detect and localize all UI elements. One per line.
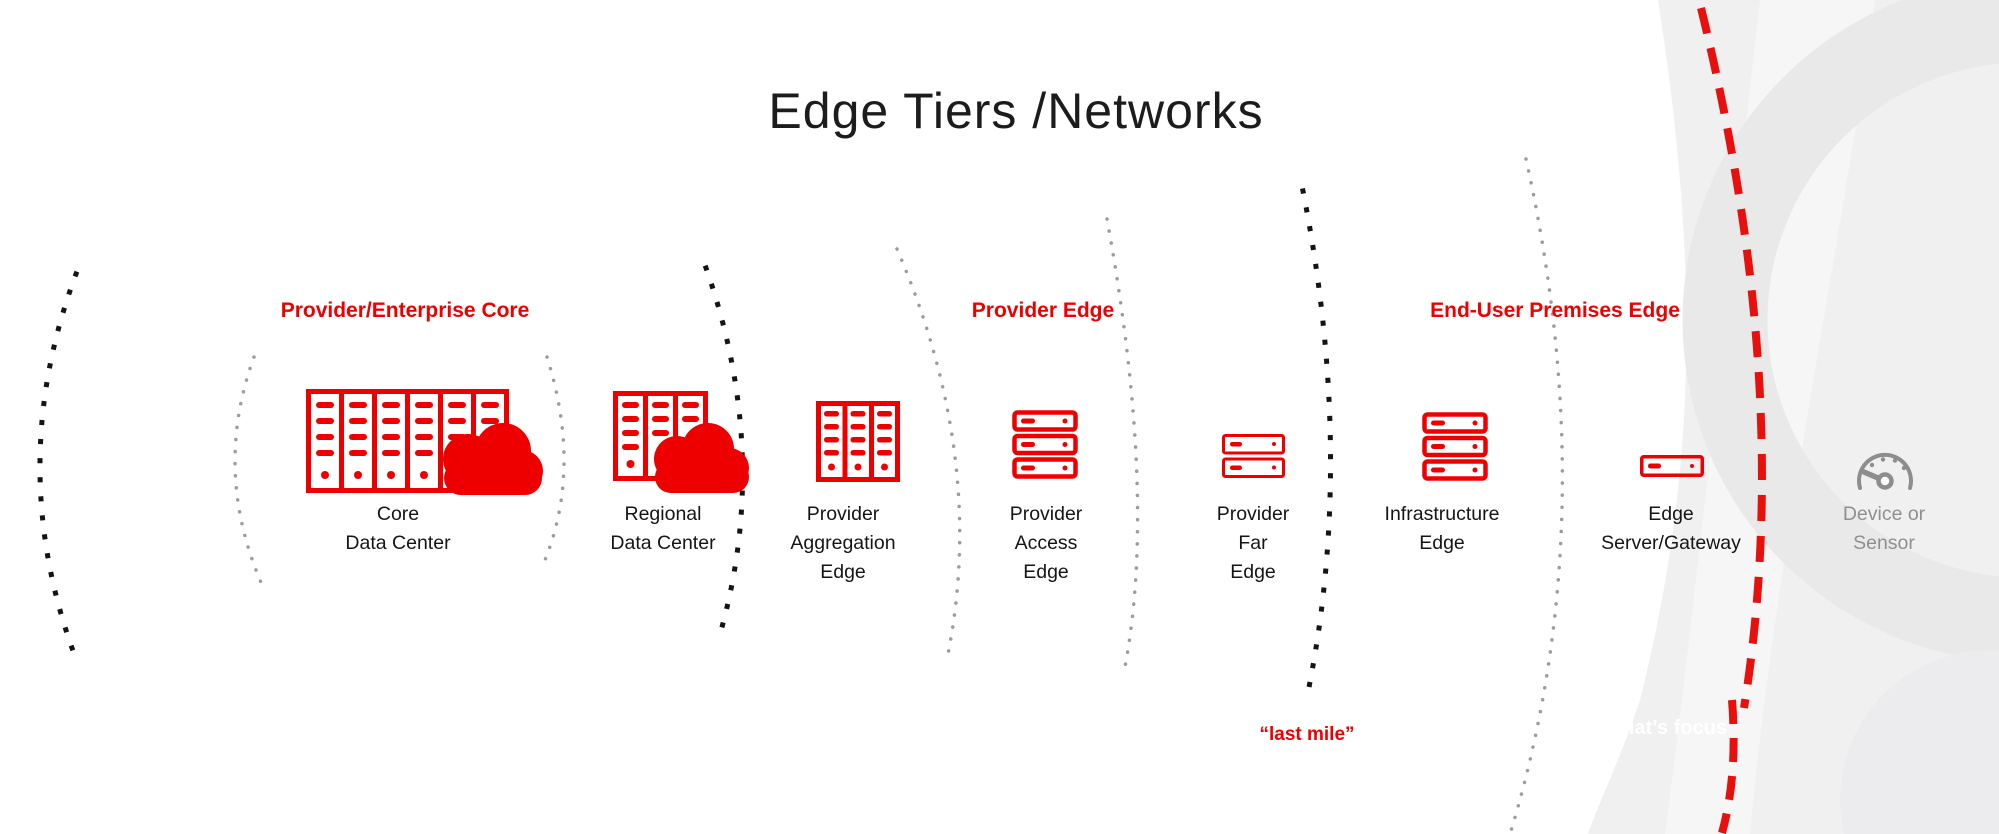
zone-label-end-user-premises-edge: End-User Premises Edge <box>1430 299 1680 322</box>
gray-dotted-arc-core-left <box>233 355 265 589</box>
zone-label-provider-enterprise-core: Provider/Enterprise Core <box>280 299 530 322</box>
cloud-shape <box>443 423 543 495</box>
server-racks-cloud-icon <box>613 391 755 500</box>
gray-dotted-arc-core-right <box>543 355 566 562</box>
page-title: Edge Tiers /Networks <box>768 83 1264 139</box>
gray-dotted-arc-access <box>1105 217 1140 674</box>
last-mile-note: “last mile” <box>1259 724 1355 745</box>
ring-shape <box>1682 0 1999 662</box>
black-dotted-arc-provider-boundary <box>1300 188 1334 700</box>
gauge-icon <box>1851 443 1919 500</box>
focus-note: Red Hat’s focus <box>1576 717 1727 739</box>
zone-label-provider-edge: Provider Edge <box>971 299 1115 322</box>
red-dashed-arc-lower <box>1718 699 1738 834</box>
gray-dotted-arc-premises <box>1508 157 1565 834</box>
stacked-servers-icon <box>1422 412 1488 487</box>
black-dotted-arc-left <box>37 270 80 652</box>
server-racks-icon <box>816 401 900 488</box>
server-racks-cloud-icon <box>306 389 544 502</box>
stacked-servers-two-icon <box>1222 434 1286 485</box>
cloud-shape <box>654 423 749 493</box>
blob-shape <box>1840 650 1999 834</box>
gray-dotted-arc-aggregation <box>895 247 962 661</box>
stacked-servers-icon <box>1012 410 1078 485</box>
single-server-icon <box>1640 455 1704 482</box>
red-dashed-arc-upper <box>1697 7 1766 709</box>
